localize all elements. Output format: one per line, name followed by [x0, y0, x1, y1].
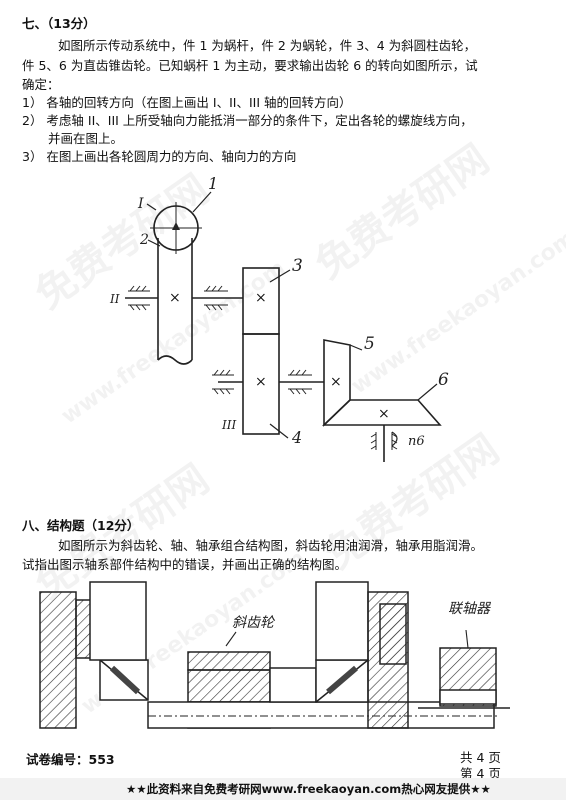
- footer-bar: [0, 778, 566, 800]
- q7-intro-line-1: 如图所示传动系统中，件 1 为蜗杆，件 2 为蜗轮，件 3、4 为斜圆柱齿轮，: [58, 38, 477, 53]
- q8-line-1: 如图所示为斜齿轮、轴、轴承组合结构图，斜齿轮用油润滑，轴承用脂润滑。: [58, 538, 484, 553]
- label-part-2: 2: [140, 232, 149, 248]
- label-helical-gear: 斜齿轮: [232, 615, 274, 631]
- paper-number: 试卷编号：553: [26, 752, 115, 767]
- label-shaft-I: I: [138, 196, 144, 212]
- label-coupling: 联轴器: [448, 601, 490, 617]
- q7-heading: 七、（13分）: [22, 16, 96, 31]
- q8-line-2: 试指出图示轴系部件结构中的错误，并画出正确的结构图。: [22, 557, 348, 572]
- q7-item-3: 3） 在图上画出各轮圆周力的方向、轴向力的方向: [22, 149, 297, 164]
- label-part-4: 4: [292, 428, 303, 447]
- q7-intro-line-2: 件 5、6 为直齿锥齿轮。已知蜗杆 1 为主动，要求输出齿轮 6 的转向如图所示…: [22, 58, 478, 73]
- q7-intro-line-3: 确定：: [22, 77, 60, 92]
- label-shaft-II: II: [110, 292, 120, 306]
- center-mark-gear4: ×: [255, 374, 267, 390]
- label-shaft-III: III: [222, 418, 237, 432]
- page-number: 第 4 页: [460, 766, 501, 781]
- label-part-1: 1: [208, 174, 219, 193]
- q7-item-2a: 2） 考虑轴 II、III 上所受轴向力能抵消一部分的条件下，定出各轮的螺旋线方…: [22, 113, 473, 128]
- label-part-3: 3: [292, 256, 303, 276]
- center-mark-gear5: ×: [330, 374, 342, 390]
- source-banner: ★★此资料来自免费考研网www.freekaoyan.com热心网友提供★★: [126, 782, 491, 796]
- q8-heading: 八、结构题（12分）: [22, 518, 140, 533]
- total-pages: 共 4 页: [460, 750, 501, 765]
- label-output-speed: n6: [408, 434, 425, 449]
- q7-item-2b: 并画在图上。: [48, 131, 124, 146]
- center-mark-gear6: ×: [378, 406, 390, 422]
- q7-item-1: 1） 各轴的回转方向（在图上画出 I、II、III 轴的回转方向）: [22, 95, 352, 110]
- label-part-6: 6: [438, 370, 449, 390]
- center-mark-gear3: ×: [255, 290, 267, 306]
- label-part-5: 5: [364, 334, 375, 354]
- center-mark-gear2: ×: [169, 290, 181, 306]
